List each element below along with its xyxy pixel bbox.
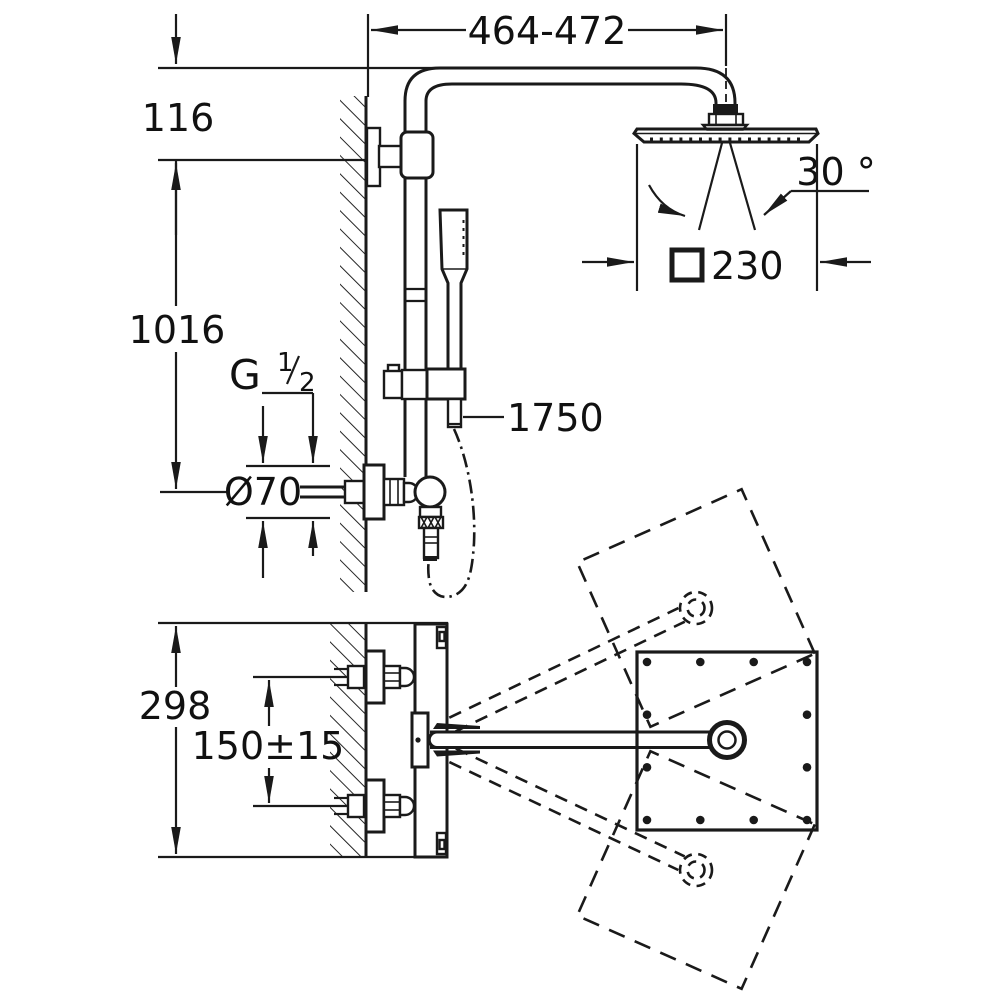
riser-height-label: 1016: [129, 308, 226, 352]
arm-reach-label: 464-472: [468, 9, 627, 53]
inlet-spacing-label: 150±15: [192, 724, 345, 768]
thread-g-label: G: [229, 351, 261, 399]
overhead-shower-head: [632, 104, 820, 144]
head-position-lower-dashed: [575, 749, 817, 991]
thread-size-annotation: G 1 2: [229, 348, 318, 556]
spray-angle-arrow-right: [763, 190, 792, 216]
head-square-plan: [635, 650, 819, 832]
dimension-inlet-spacing: 150±15: [192, 675, 362, 808]
nozzle-dots: [642, 657, 812, 825]
spray-angle-annotation: 30 °: [648, 142, 876, 231]
escutcheon-diameter-label: Ø70: [224, 470, 302, 514]
wall-section-elevation: [340, 96, 368, 592]
dimension-hose-length: 1750: [463, 396, 604, 440]
hose-length-label: 1750: [507, 396, 604, 440]
valve-span-label: 298: [139, 684, 212, 728]
ball-joint-plan: [707, 720, 747, 760]
hand-shower: [438, 208, 469, 377]
spray-angle-arrow-left: [648, 184, 686, 218]
dimension-arm-reach: 464-472: [366, 9, 728, 97]
plan-view: 298 150±15: [139, 487, 819, 991]
rail-slider-holder: [382, 363, 467, 429]
ball-joint-upper-dashed: [678, 590, 714, 626]
ball-joint-lower-dashed: [678, 852, 714, 888]
thread-numerator-label: 1: [277, 348, 294, 378]
head-swivel-range: [448, 487, 817, 991]
spray-angle-label: 30 °: [796, 150, 875, 194]
square-symbol: [669, 247, 705, 283]
wall-bracket: [365, 126, 435, 188]
shower-arm-plan: [427, 730, 710, 749]
thermostat-valve: [300, 463, 447, 561]
inlet-fitting-bottom: [334, 778, 416, 834]
top-offset-label: 116: [142, 96, 215, 140]
shower-hose: [426, 428, 476, 599]
knurled-nut-texture: [420, 516, 442, 529]
inlet-fitting-top: [334, 649, 416, 705]
thread-denominator-label: 2: [299, 368, 316, 398]
dimension-left-chain: 116 1016: [129, 14, 440, 494]
head-position-upper-dashed: [575, 487, 817, 729]
elevation-view: 464-472 116 1016: [129, 9, 876, 599]
dimension-valve-span: 298: [139, 621, 448, 859]
dimension-escutcheon-diameter: Ø70: [224, 406, 330, 578]
dimension-head-width: 230: [582, 144, 871, 291]
head-width-label: 230: [711, 244, 784, 288]
